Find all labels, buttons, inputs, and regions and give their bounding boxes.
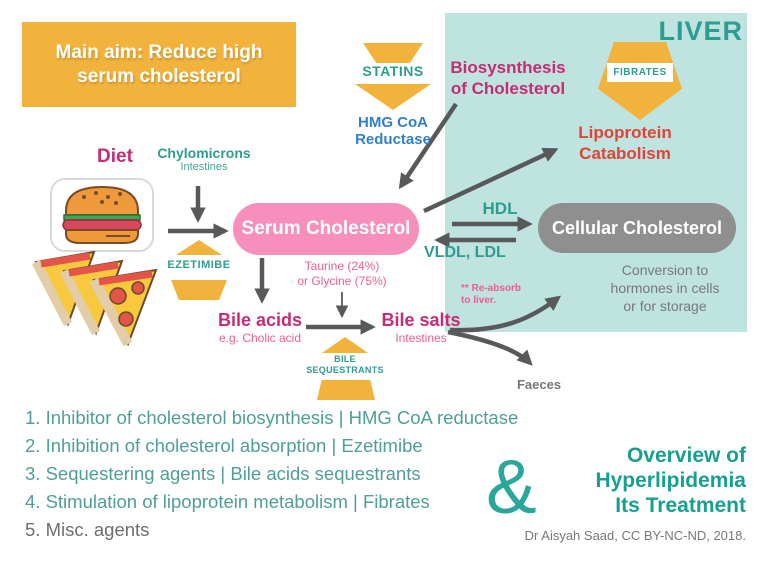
list-item: 3. Sequestering agents | Bile acids sequ…	[25, 463, 421, 484]
bile-sequestrants-label: BILE SEQUESTRANTS	[306, 354, 384, 375]
bile-sequestrants-arrow-body	[317, 380, 375, 400]
pizza-icon	[32, 250, 158, 346]
hmg-coa-reductase-label: HMG CoA Reductase	[355, 114, 431, 148]
biosynthesis-label: Biosysnthesis of Cholesterol	[450, 58, 566, 98]
reabsorb-note: ** Re-absorb to liver.	[461, 283, 522, 306]
cellular-cholesterol-node: Cellular Cholesterol	[538, 203, 736, 253]
main-aim-box: Main aim: Reduce high serum cholesterol	[22, 22, 296, 107]
fibrates-label: FIBRATES	[613, 67, 667, 78]
ezetimibe-arrow-body	[171, 280, 227, 300]
list-item: 5. Misc. agents	[25, 519, 150, 540]
arrow-bilesalts-to-liver	[449, 295, 562, 333]
credit-line: Dr Aisyah Saad, CC BY-NC-ND, 2018.	[524, 528, 746, 543]
faeces-label: Faeces	[516, 377, 562, 392]
liver-panel	[445, 13, 747, 332]
ampersand-glyph: &	[486, 445, 537, 530]
lipoprotein-catabolism-label: Lipoprotein Catabolism	[578, 123, 672, 163]
main-aim-line1: Main aim: Reduce high	[55, 41, 263, 63]
statins-label: STATINS	[362, 63, 424, 79]
ezetimibe-label: EZETIMIBE	[167, 259, 231, 271]
diet-label: Diet	[97, 146, 133, 167]
chylomicrons-label: Chylomicrons Intestines	[157, 145, 251, 173]
hdl-label: HDL	[482, 199, 518, 218]
arrow-serum-to-catabolism	[423, 147, 559, 214]
burger-icon	[50, 178, 154, 252]
taurine-glycine-label: Taurine (24%) or Glycine (75%)	[297, 259, 387, 288]
arrow-bilesalts-to-faeces	[447, 329, 533, 366]
treatment-list: 1. Inhibitor of cholesterol biosynthesis…	[25, 404, 565, 544]
list-item: 2. Inhibition of cholesterol absorption …	[25, 435, 423, 456]
vldl-ldl-label: VLDL, LDL	[424, 244, 506, 261]
list-item: 4. Stimulation of lipoprotein metabolism…	[25, 491, 430, 512]
list-item: 1. Inhibitor of cholesterol biosynthesis…	[25, 407, 519, 428]
bile-acids-label: Bile acids e.g. Cholic acid	[217, 310, 303, 345]
arrow-biosynthesis-to-serum	[398, 102, 458, 190]
conversion-note: Conversion to hormones in cells or for s…	[610, 262, 720, 314]
statins-arrow-body	[363, 43, 423, 63]
main-aim-line2: serum cholesterol	[77, 65, 241, 87]
fibrates-label-band: FIBRATES	[607, 63, 673, 82]
liver-label: LIVER	[658, 16, 743, 46]
serum-cholesterol-node: Serum Cholesterol	[233, 203, 419, 255]
bile-salts-label: Bile salts Intestines	[381, 310, 461, 345]
slide-title: Overview of Hyperlipidemia Its Treatment	[595, 444, 746, 517]
